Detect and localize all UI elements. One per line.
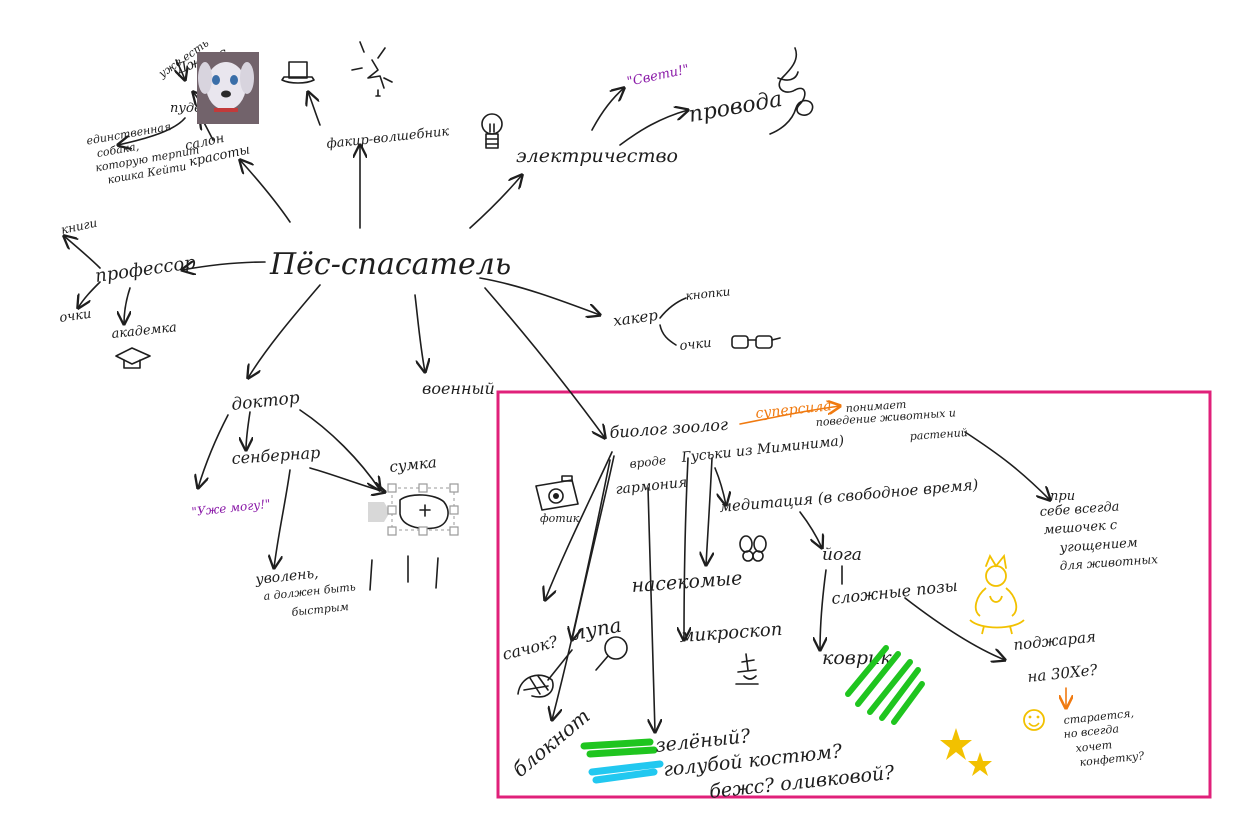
smiley-icon bbox=[1023, 709, 1045, 731]
frame-meditation[interactable]: медитация (в свободное время) bbox=[719, 475, 979, 516]
frame-microscope[interactable]: микроскоп bbox=[679, 619, 783, 647]
rug-scribble bbox=[845, 645, 925, 725]
frame-always-4[interactable]: угощением bbox=[1058, 536, 1138, 556]
yoga-figure-icon bbox=[969, 553, 1025, 635]
node-fakir[interactable]: факир-волшебник bbox=[326, 124, 450, 152]
node-electricity[interactable]: электричество bbox=[516, 145, 678, 167]
frame-ducks[interactable]: Гуськи из Миминима) bbox=[680, 433, 845, 466]
frame-always-5[interactable]: для животных bbox=[1059, 552, 1158, 573]
magnifier-icon bbox=[595, 636, 628, 671]
frame-like[interactable]: вроде bbox=[629, 453, 667, 471]
node-glasses[interactable]: очки bbox=[58, 307, 92, 326]
node-light[interactable]: "Свети!" bbox=[626, 62, 691, 90]
frame-hot[interactable]: поджарая bbox=[1013, 627, 1097, 654]
frame-insects[interactable]: насекомые bbox=[631, 567, 743, 597]
frame-poses[interactable]: сложные позы bbox=[830, 576, 958, 608]
node-books[interactable]: книги bbox=[60, 216, 99, 237]
butterfly-net-icon bbox=[517, 649, 573, 698]
graduation-cap-icon bbox=[115, 347, 151, 369]
frame-harmony[interactable]: гармония bbox=[615, 475, 688, 498]
node-stbernard[interactable]: сенбернар bbox=[231, 443, 321, 468]
node-cantmore[interactable]: "Уже могу!" bbox=[191, 497, 271, 519]
cyan-scribble bbox=[588, 760, 664, 784]
node-bag[interactable]: сумка bbox=[389, 453, 438, 476]
selection-frame[interactable] bbox=[496, 390, 1212, 799]
frame-yoga[interactable]: йога bbox=[822, 545, 862, 565]
node-academic[interactable]: академка bbox=[111, 320, 178, 342]
frame-understands-1[interactable]: понимает bbox=[845, 398, 906, 415]
frame-net[interactable]: сачок? bbox=[500, 632, 560, 664]
frame-always-1[interactable]: при bbox=[1050, 489, 1075, 504]
microscope-icon bbox=[735, 653, 759, 685]
sparkle-icon bbox=[351, 41, 393, 97]
frame-magnifier[interactable]: лупа bbox=[571, 613, 624, 645]
node-fired-3[interactable]: быстрым bbox=[291, 600, 349, 619]
frame-superpower[interactable]: суперсила bbox=[755, 398, 833, 422]
top-hat-icon bbox=[281, 61, 315, 84]
frame-camera[interactable]: фотик bbox=[540, 512, 580, 525]
node-wires[interactable]: провода bbox=[687, 87, 785, 128]
node-doctor[interactable]: доктор bbox=[230, 388, 300, 415]
center-topic[interactable]: Пёс-спасатель bbox=[269, 247, 511, 282]
star-icon bbox=[940, 728, 992, 776]
node-glasses-2[interactable]: очки bbox=[679, 336, 712, 354]
bag-handles bbox=[387, 483, 459, 536]
node-hacker[interactable]: хакер bbox=[612, 306, 659, 330]
frame-understands-3[interactable]: растений bbox=[909, 426, 968, 443]
wire-coil-icon bbox=[769, 47, 814, 135]
glasses-icon bbox=[731, 335, 781, 349]
frame-always-2[interactable]: себе всегда bbox=[1039, 499, 1120, 520]
frame-tries-2[interactable]: но всегда bbox=[1063, 722, 1120, 741]
frame-hot-2[interactable]: на 30Хе? bbox=[1027, 661, 1100, 686]
node-professor[interactable]: профессор bbox=[94, 252, 198, 287]
dog-photo-icon[interactable] bbox=[197, 52, 259, 124]
frame-always-3[interactable]: мешочек с bbox=[1043, 518, 1118, 538]
medical-bag-icon[interactable] bbox=[368, 483, 459, 591]
frame-tries-3[interactable]: хочет bbox=[1075, 738, 1113, 755]
node-military[interactable]: военный bbox=[422, 379, 495, 398]
green-scribble bbox=[580, 738, 658, 758]
butterfly-icon bbox=[739, 535, 767, 562]
node-fired-1[interactable]: уволень, bbox=[254, 565, 320, 588]
frame-bio[interactable]: биолог зоолог bbox=[609, 415, 729, 442]
node-buttons[interactable]: кнопки bbox=[685, 284, 731, 303]
connectors bbox=[64, 59, 1066, 732]
frame-notebook[interactable]: блокнот bbox=[508, 704, 595, 782]
light-bulb-icon bbox=[481, 113, 503, 149]
camera-icon bbox=[535, 475, 579, 511]
